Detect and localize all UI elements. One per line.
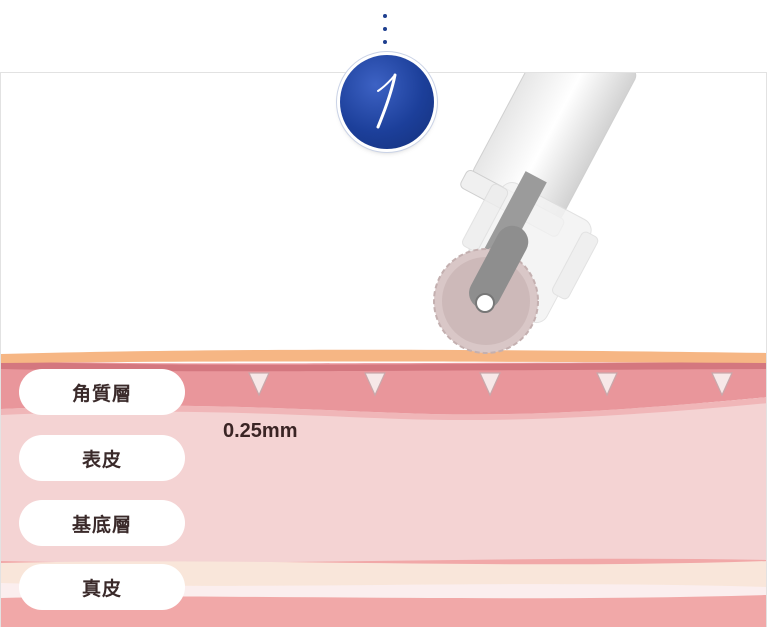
- layer-label-corneum: 角質層: [19, 369, 185, 415]
- needle-mark-icon: [711, 372, 733, 397]
- needle-mark-icon: [479, 372, 501, 397]
- layer-label-basal: 基底層: [19, 500, 185, 546]
- derma-roller-icon: [433, 73, 637, 354]
- corneum-band: [1, 361, 766, 415]
- needle-depth-label: 0.25mm: [223, 420, 298, 442]
- skin-layers: [1, 349, 766, 627]
- needle-mark-icon: [364, 372, 386, 397]
- stratum-corneum-surface: [1, 349, 766, 363]
- epidermis-layer: [1, 403, 766, 563]
- layer-label-dermis: 真皮: [19, 564, 185, 610]
- needle-mark-icon: [248, 372, 270, 397]
- basal-band: [1, 561, 766, 587]
- layer-label-epidermis: 表皮: [19, 435, 185, 481]
- step-number-badge: [340, 55, 434, 149]
- needle-mark-icon: [596, 372, 618, 397]
- step-number-one: [376, 73, 397, 129]
- skin-diagram: 角質層 表皮 基底層 真皮 0.25mm: [0, 72, 767, 627]
- needle-marks: [248, 372, 733, 397]
- connector-dots: [380, 12, 392, 48]
